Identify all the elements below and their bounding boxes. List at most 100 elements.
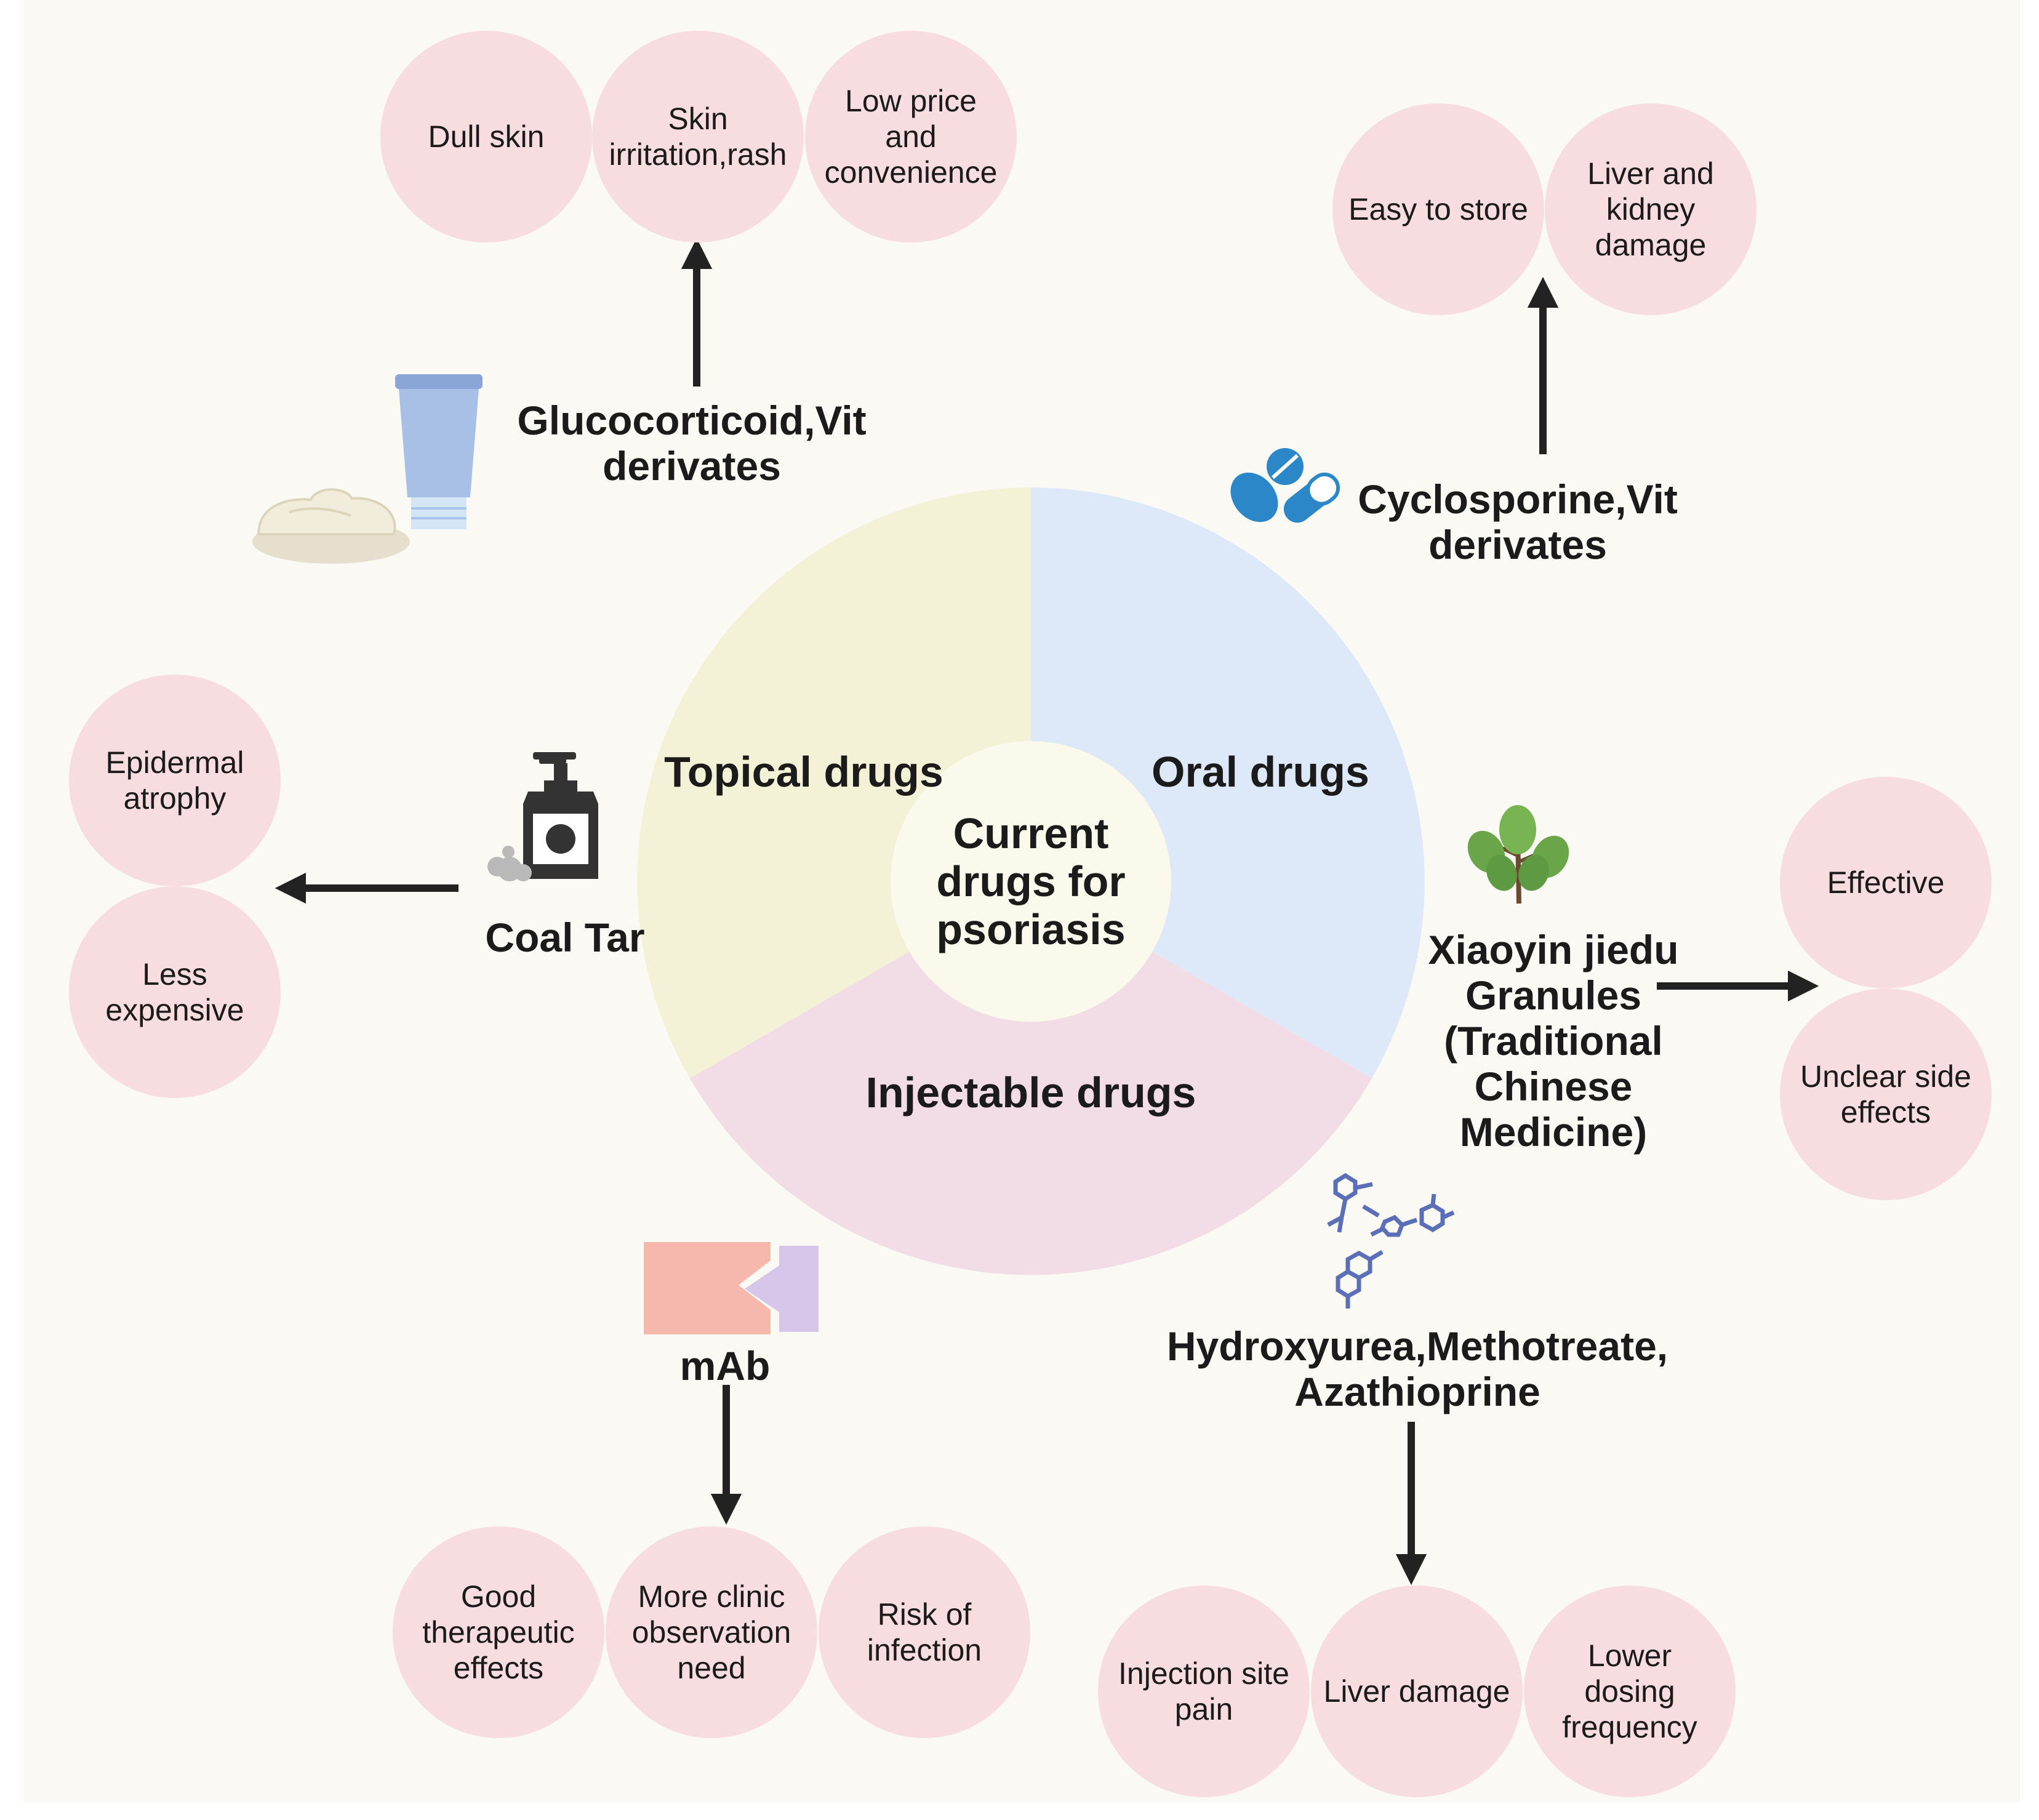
- bubble-label-line: kidney: [1606, 192, 1696, 226]
- bubble-label-line: Lower: [1588, 1638, 1672, 1673]
- bubble-label: Effective: [1827, 865, 1945, 900]
- bubble-label-line: therapeutic: [422, 1615, 574, 1650]
- bubble-circle: [1780, 988, 1992, 1200]
- benefit-risk-bubble: Easy to store: [1332, 103, 1544, 315]
- bubble-circle: [1545, 103, 1757, 315]
- bubble-label: Dull skin: [428, 119, 545, 154]
- bubble-label: Liver damage: [1324, 1674, 1510, 1709]
- herb-icon: [1467, 805, 1569, 904]
- drug-label-line: Azathioprine: [1294, 1369, 1540, 1414]
- drug-label-line: Chinese: [1475, 1064, 1633, 1109]
- drug-label-line: Cyclosporine,Vit: [1358, 476, 1678, 522]
- bubble-label-line: Epidermal: [105, 745, 244, 780]
- bubble-label-line: Skin: [668, 102, 727, 136]
- bubble-label-line: Easy to store: [1348, 192, 1528, 226]
- bubble-label-line: and: [885, 119, 936, 154]
- oral-drugs-label: Oral drugs: [1152, 748, 1369, 796]
- drug-category-pie: Topical drugs Oral drugs Injectable drug…: [637, 487, 1425, 1275]
- benefit-risk-bubble: Liver damage: [1311, 1585, 1523, 1797]
- injectable-drugs-sector: [690, 881, 1372, 1275]
- bubble-label-line: damage: [1595, 228, 1707, 262]
- topical-drugs-label: Topical drugs: [664, 748, 943, 796]
- bubble-circle: [1332, 103, 1544, 315]
- bubble-label-line: Effective: [1827, 865, 1945, 900]
- bubble-label-line: expensive: [105, 993, 244, 1027]
- bubble-circle: [1311, 1585, 1523, 1797]
- drug-label-line: Xiaoyin jiedu: [1428, 927, 1678, 972]
- bubble-label-line: pain: [1175, 1692, 1233, 1726]
- bubble-circle: [1098, 1585, 1310, 1797]
- drug-label-line: derivates: [1428, 522, 1607, 567]
- bubble-label-line: Dull skin: [428, 119, 545, 154]
- bubble-label-line: infection: [867, 1633, 982, 1667]
- bubble-label-line: effects: [454, 1651, 543, 1685]
- bubble-circle: [1524, 1585, 1736, 1797]
- drug-label-line: mAb: [680, 1343, 771, 1389]
- drug-label-line: Granules: [1465, 972, 1641, 1018]
- bubble-circle: [380, 31, 592, 243]
- drug-label-line: Coal Tar: [485, 915, 644, 960]
- bubble-label-line: Liver damage: [1324, 1674, 1510, 1709]
- bubble-label-line: atrophy: [124, 781, 226, 816]
- bubble-label-line: irritation,rash: [609, 137, 787, 172]
- antibody-icon: [644, 1242, 819, 1334]
- benefit-risk-bubble: Effective: [1780, 777, 1992, 988]
- bubble-label-line: More clinic: [638, 1579, 785, 1614]
- bubble-circle: [69, 675, 281, 886]
- bubble-label-line: Less: [142, 957, 207, 992]
- bubble-label-line: Risk of: [878, 1597, 972, 1632]
- bubble-label-line: Injection site: [1118, 1656, 1289, 1691]
- bubble-label: Easy to store: [1348, 192, 1528, 226]
- bubble-label-line: Unclear side: [1800, 1059, 1971, 1094]
- bubble-label-line: Good: [461, 1579, 536, 1614]
- pills-icon: [1230, 448, 1340, 523]
- bubble-circle: [592, 31, 804, 243]
- injectable-drugs-label: Injectable drugs: [866, 1068, 1196, 1116]
- bubble-circle: [393, 1526, 604, 1738]
- pump-bottle-icon: [487, 752, 598, 881]
- center-title-line: psoriasis: [936, 905, 1125, 953]
- center-title-line: drugs for: [936, 857, 1125, 905]
- center-circle: [891, 741, 1171, 1022]
- bubble-circle: [819, 1526, 1030, 1738]
- hydroxyurea-label: Hydroxyurea,Methotreate,Azathioprine: [1167, 1323, 1668, 1414]
- drug-label-line: Hydroxyurea,Methotreate,: [1167, 1323, 1668, 1369]
- molecule-icon: [1327, 1173, 1455, 1309]
- bubble-circle: [1780, 777, 1992, 988]
- bubble-label-line: dosing: [1584, 1674, 1675, 1709]
- bubble-label-line: Low price: [845, 84, 977, 118]
- bubble-circle: [805, 31, 1017, 243]
- drug-label-line: (Traditional: [1444, 1018, 1663, 1064]
- drug-label-line: derivates: [603, 443, 781, 489]
- benefit-risk-bubble: Dull skin: [380, 31, 592, 243]
- bubble-label-line: need: [677, 1651, 745, 1685]
- drug-label-line: Medicine): [1460, 1109, 1647, 1155]
- bubble-label-line: frequency: [1562, 1710, 1697, 1744]
